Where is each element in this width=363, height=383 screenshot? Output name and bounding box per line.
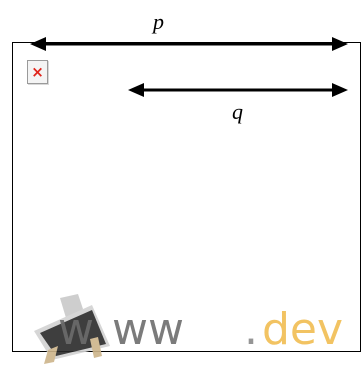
arrow-p — [30, 37, 348, 51]
watermark-ww: ww — [112, 304, 184, 355]
label-p: p — [153, 9, 164, 34]
watermark-board-icon — [34, 294, 110, 364]
watermark-dev: dev — [262, 304, 344, 355]
arrow-q — [128, 83, 348, 97]
watermark-w: w — [58, 304, 95, 355]
watermark-dot: . — [244, 304, 258, 355]
label-q: q — [232, 99, 243, 124]
broken-image-icon: × — [27, 60, 48, 84]
broken-image-x: × — [31, 63, 44, 81]
